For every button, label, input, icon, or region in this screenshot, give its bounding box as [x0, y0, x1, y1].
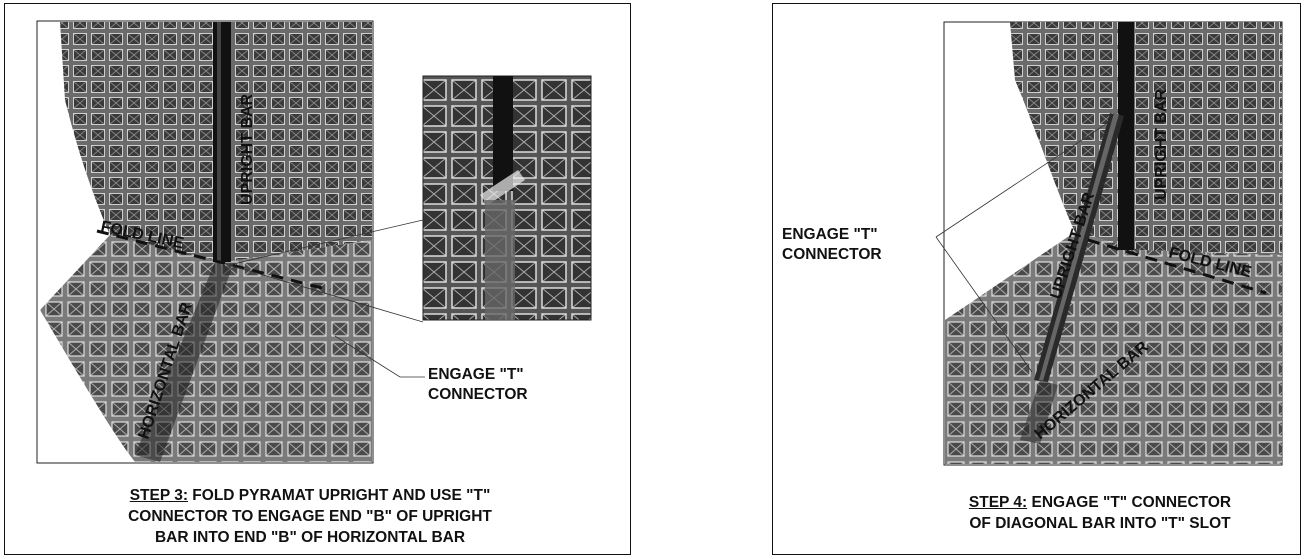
- step-3-mat-illustration: [37, 21, 373, 463]
- step-3-caption: STEP 3: FOLD PYRAMAT UPRIGHT AND USE "T"…: [60, 485, 560, 548]
- step-3-callout-line1: ENGAGE "T": [428, 365, 528, 385]
- step-4-caption-line2: OF DIAGONAL BAR INTO "T" SLOT: [900, 513, 1300, 534]
- step-3-caption-line2: CONNECTOR TO ENGAGE END "B" OF UPRIGHT: [60, 506, 560, 527]
- step-4-callout-line1: ENGAGE "T": [782, 225, 882, 245]
- step-4-caption-line1: ENGAGE "T" CONNECTOR: [1027, 494, 1231, 511]
- step-3-caption-line1: FOLD PYRAMAT UPRIGHT AND USE "T": [188, 487, 490, 504]
- step-4-upright-bar-label: UPRIGHT BAR: [1153, 88, 1170, 200]
- step-3-caption-line3: BAR INTO END "B" OF HORIZONTAL BAR: [60, 527, 560, 548]
- step-4-caption: STEP 4: ENGAGE "T" CONNECTOR OF DIAGONAL…: [900, 492, 1300, 534]
- step-3-callout-line2: CONNECTOR: [428, 385, 528, 405]
- step-3-upright-bar-label: UPRIGHT BAR: [239, 93, 256, 205]
- step-3-detail-inset: [423, 76, 591, 320]
- step-4-engage-connector-callout: ENGAGE "T" CONNECTOR: [782, 225, 882, 265]
- step-3-label: STEP 3:: [130, 487, 188, 504]
- step-4-mat-illustration: [944, 22, 1282, 465]
- step-3-engage-connector-callout: ENGAGE "T" CONNECTOR: [428, 365, 528, 405]
- step-4-callout-line2: CONNECTOR: [782, 245, 882, 265]
- step-4-label: STEP 4:: [969, 494, 1027, 511]
